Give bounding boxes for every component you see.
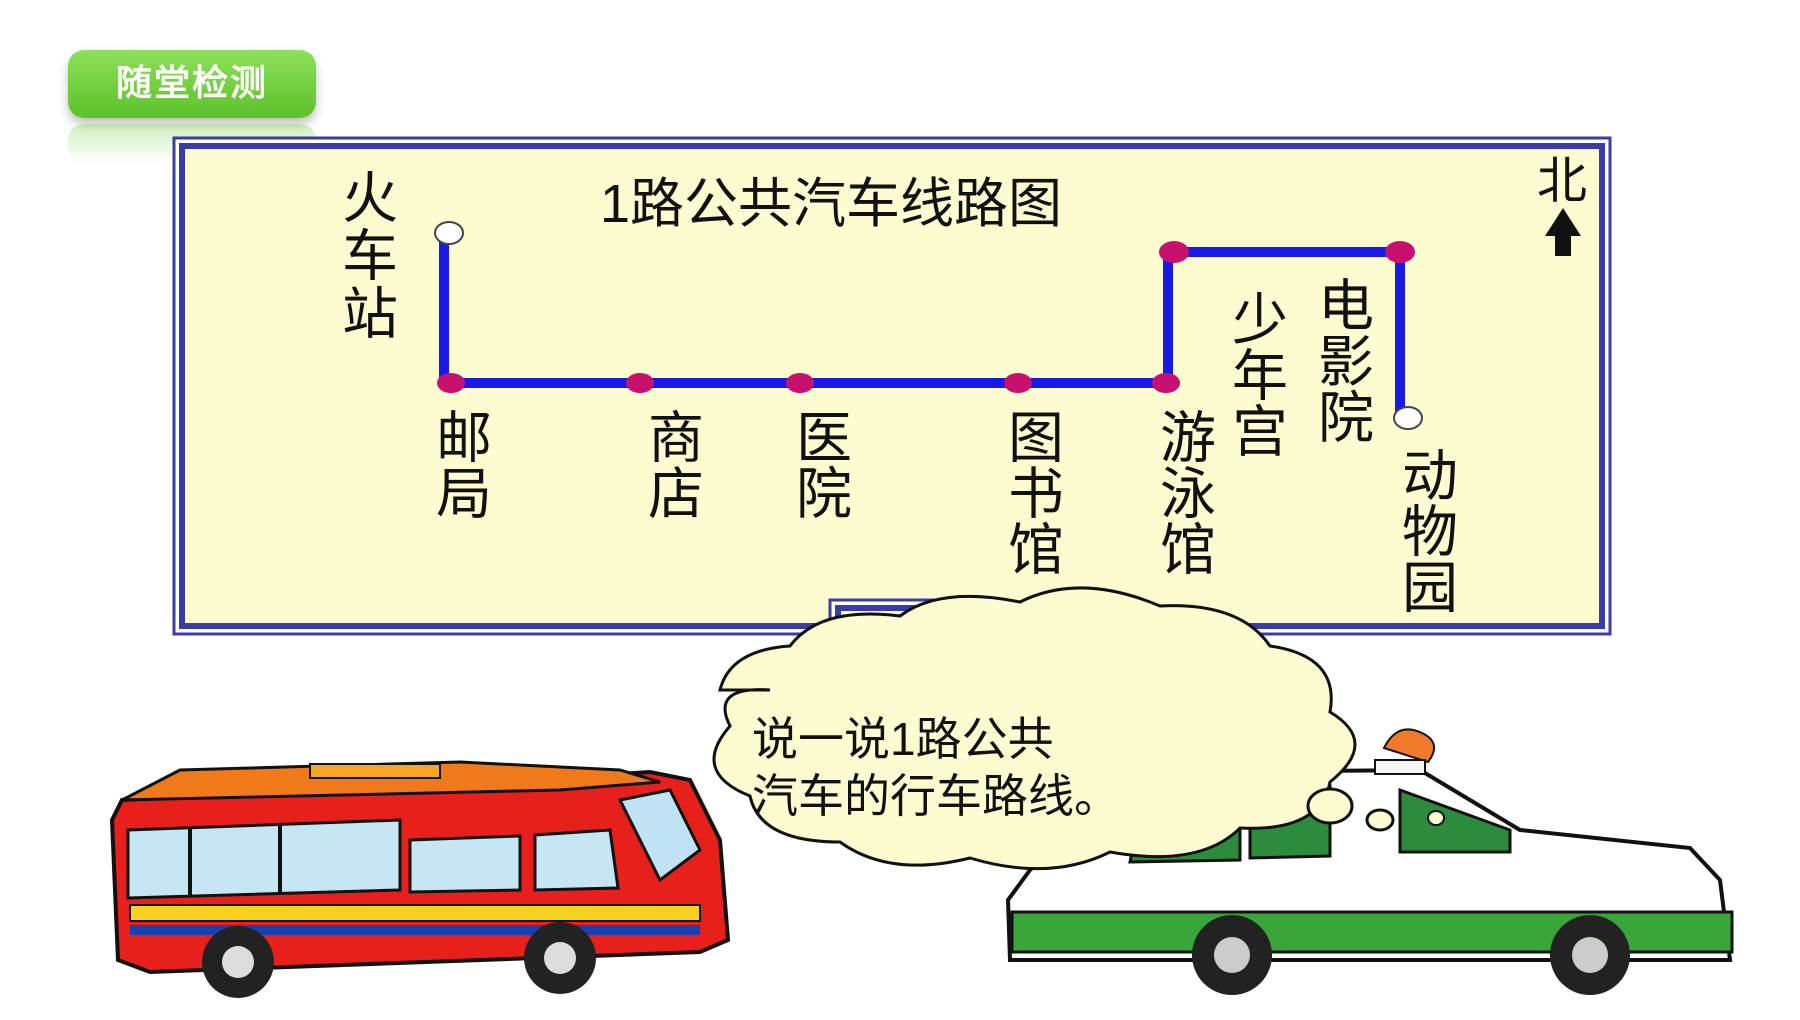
speech-bubble: 说一说1路公共 汽车的行车路线。 <box>712 586 1445 871</box>
map-title: 1路公共汽车线路图 <box>600 174 1062 234</box>
bus-route-line <box>439 233 1405 418</box>
label-cinema: 电影院 <box>1311 276 1374 444</box>
stop-cinema <box>1385 241 1415 263</box>
north-label: 北 <box>1537 153 1587 209</box>
north-indicator: 北 <box>1537 153 1587 256</box>
bus-illustration <box>109 760 731 998</box>
bubble-line-1: 说一说1路公共 <box>752 713 1054 765</box>
label-post-office: 邮局 <box>429 408 492 520</box>
label-zoo: 动物园 <box>1395 446 1458 614</box>
stop-youth-palace <box>1159 241 1189 263</box>
section-badge: 随堂检测 <box>68 50 316 118</box>
label-hospital: 医院 <box>789 408 852 520</box>
label-swimming-pool: 游泳馆 <box>1153 408 1216 576</box>
label-shop: 商店 <box>641 408 704 520</box>
stop-train-station <box>434 221 464 245</box>
route-stops <box>434 221 1423 430</box>
label-train-station: 火车站 <box>335 168 398 342</box>
label-youth-palace: 少年宫 <box>1225 290 1288 458</box>
label-library: 图书馆 <box>1001 408 1064 576</box>
stop-library <box>1004 373 1032 393</box>
stop-post-office <box>437 373 465 393</box>
north-arrow-icon <box>1545 208 1581 256</box>
stop-zoo <box>1393 406 1423 430</box>
stop-shop <box>626 373 654 393</box>
stop-hospital <box>786 373 814 393</box>
bubble-line-2: 汽车的行车路线。 <box>752 770 1120 822</box>
stop-swimming-pool <box>1152 373 1180 393</box>
